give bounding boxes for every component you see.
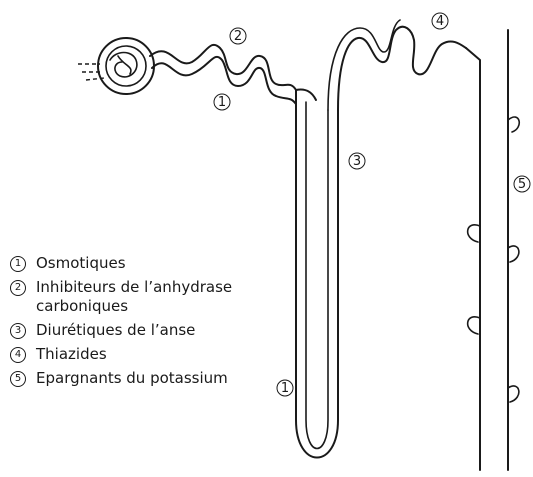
legend: 1 Osmotiques 2 Inhibiteurs de l’anhydras… xyxy=(10,254,270,393)
legend-label: Epargnants du potassium xyxy=(36,369,270,388)
marker-osmotic-descending: 1 xyxy=(277,380,293,396)
legend-item: 1 Osmotiques xyxy=(10,254,270,273)
svg-text:1: 1 xyxy=(281,381,289,396)
svg-text:2: 2 xyxy=(234,29,242,44)
legend-label: Thiazides xyxy=(36,345,270,364)
svg-text:3: 3 xyxy=(353,154,361,169)
marker-thiazides: 4 xyxy=(432,13,448,29)
marker-potassium-sparing: 5 xyxy=(514,176,530,192)
legend-number: 5 xyxy=(10,371,26,387)
marker-osmotic-proximal: 1 xyxy=(214,94,230,110)
legend-label: Inhibiteurs de l’anhydrase carboniques xyxy=(36,278,270,316)
legend-number: 1 xyxy=(10,256,26,272)
legend-item: 4 Thiazides xyxy=(10,345,270,364)
svg-text:4: 4 xyxy=(436,14,444,29)
collecting-duct xyxy=(466,30,519,470)
distal-tubule xyxy=(328,20,466,110)
legend-label: Diurétiques de l’anse xyxy=(36,321,270,340)
legend-item: 2 Inhibiteurs de l’anhydrase carboniques xyxy=(10,278,270,316)
legend-number: 2 xyxy=(10,280,26,296)
legend-item: 5 Epargnants du potassium xyxy=(10,369,270,388)
legend-label: Osmotiques xyxy=(36,254,270,273)
svg-text:1: 1 xyxy=(218,95,226,110)
svg-text:5: 5 xyxy=(518,177,526,192)
glomerulus xyxy=(78,38,154,94)
marker-loop: 3 xyxy=(349,153,365,169)
legend-number: 3 xyxy=(10,323,26,339)
loop-of-henle xyxy=(296,89,338,457)
legend-item: 3 Diurétiques de l’anse xyxy=(10,321,270,340)
legend-number: 4 xyxy=(10,347,26,363)
marker-anhydrase: 2 xyxy=(230,28,246,44)
